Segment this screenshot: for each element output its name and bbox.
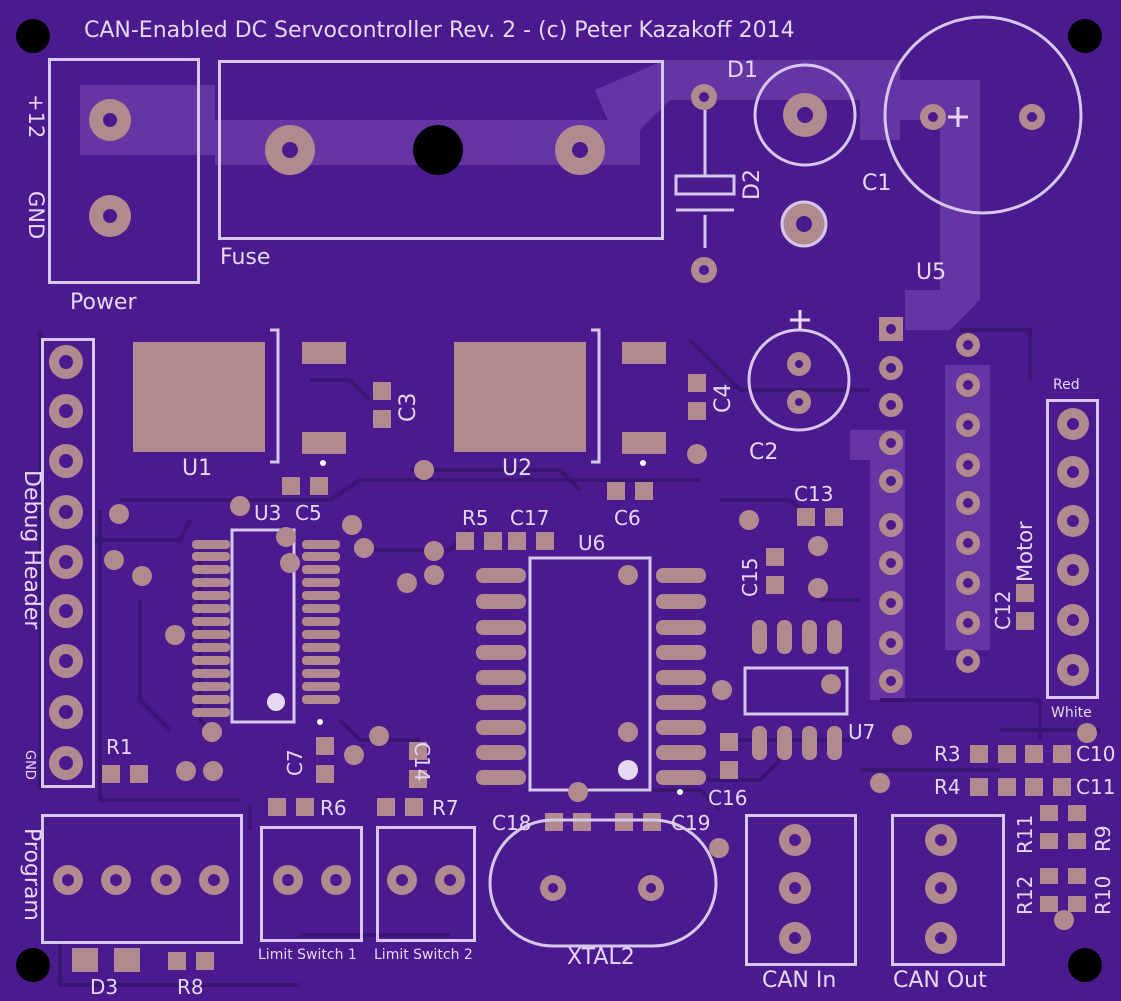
smd-pads [72, 374, 1086, 972]
c16-label: C16 [708, 786, 748, 810]
r10-label: R10 [1091, 875, 1115, 915]
white-wire-label: White [1051, 705, 1092, 721]
c4-label: C4 [711, 383, 736, 413]
u7-label: U7 [848, 720, 876, 744]
c11-label: C11 [1076, 775, 1116, 799]
debug-gnd-label: GND [22, 750, 37, 780]
r9-label: R9 [1091, 825, 1115, 852]
r3-label: R3 [934, 742, 961, 766]
polarity-marks [790, 107, 968, 330]
motor-label: Motor [1013, 521, 1037, 582]
u1-label: U1 [182, 456, 213, 481]
limit-switch-1-outline [260, 826, 363, 942]
c12-label: C12 [991, 590, 1015, 630]
c14-label: C14 [410, 742, 434, 782]
u6-pins [476, 568, 706, 785]
limit-switch-2-label: Limit Switch 2 [374, 947, 473, 963]
u2-label: U2 [502, 456, 533, 481]
vias [104, 444, 1097, 930]
xtal-outline [488, 818, 718, 948]
r4-label: R4 [934, 775, 961, 799]
can-out-label: CAN Out [893, 968, 987, 993]
fuse-label: Fuse [220, 245, 271, 270]
fuse-holder-outline [218, 60, 664, 240]
can-in-outline [745, 814, 857, 966]
signal-traces [38, 328, 1100, 987]
r1-label: R1 [106, 735, 133, 759]
c17-label: C17 [510, 506, 550, 530]
xtal2-label: XTAL2 [567, 945, 635, 970]
mounting-holes [16, 19, 1102, 982]
c5-label: C5 [295, 501, 322, 525]
board-title: CAN-Enabled DC Servocontroller Rev. 2 - … [84, 18, 795, 43]
u7-pins [752, 620, 842, 760]
d1-label: D1 [727, 58, 758, 83]
diodes-and-cap [674, 15, 1083, 432]
limit-switch-2-outline [376, 826, 476, 942]
u6-package [528, 556, 683, 795]
r6-label: R6 [320, 796, 347, 820]
c3-label: C3 [396, 392, 421, 422]
gnd-label: GND [24, 191, 48, 240]
d2-label: D2 [740, 169, 765, 200]
motor-connector-outline [1046, 399, 1099, 699]
program-connector-outline [41, 814, 243, 944]
c1-label: C1 [862, 171, 892, 196]
u6-label: U6 [578, 531, 606, 555]
c15-label: C15 [738, 557, 762, 597]
red-wire-label: Red [1053, 377, 1080, 393]
u3-pins [192, 540, 340, 717]
c18-label: C18 [492, 811, 532, 835]
program-label: Program [19, 828, 44, 921]
c13-label: C13 [794, 482, 834, 506]
c7-label: C7 [283, 749, 307, 776]
r7-label: R7 [432, 796, 459, 820]
power-label: Power [70, 290, 137, 315]
debug-header-label: Debug Header [19, 470, 44, 630]
regulators [133, 328, 666, 466]
debug-header-outline [41, 338, 95, 788]
through-hole-drills [59, 324, 1079, 944]
u3-label: U3 [254, 501, 282, 525]
power-connector-outline [48, 58, 200, 284]
c2-label: C2 [749, 440, 779, 465]
d3-label: D3 [90, 975, 119, 999]
fuse-pads [265, 125, 605, 175]
r8-label: R8 [177, 975, 204, 999]
u7-package [743, 666, 849, 716]
c6-label: C6 [614, 506, 641, 530]
limit-switch-1-label: Limit Switch 1 [258, 947, 357, 963]
power-connector-pads [89, 99, 131, 237]
can-in-label: CAN In [762, 968, 837, 993]
u5-label: U5 [916, 260, 947, 285]
c19-label: C19 [671, 811, 711, 835]
c10-label: C10 [1076, 742, 1116, 766]
r11-label: R11 [1013, 814, 1037, 854]
plus12-label: +12 [24, 94, 48, 139]
can-out-outline [891, 814, 1005, 966]
r5-label: R5 [462, 506, 489, 530]
r12-label: R12 [1013, 875, 1037, 915]
u3-package [230, 528, 323, 725]
